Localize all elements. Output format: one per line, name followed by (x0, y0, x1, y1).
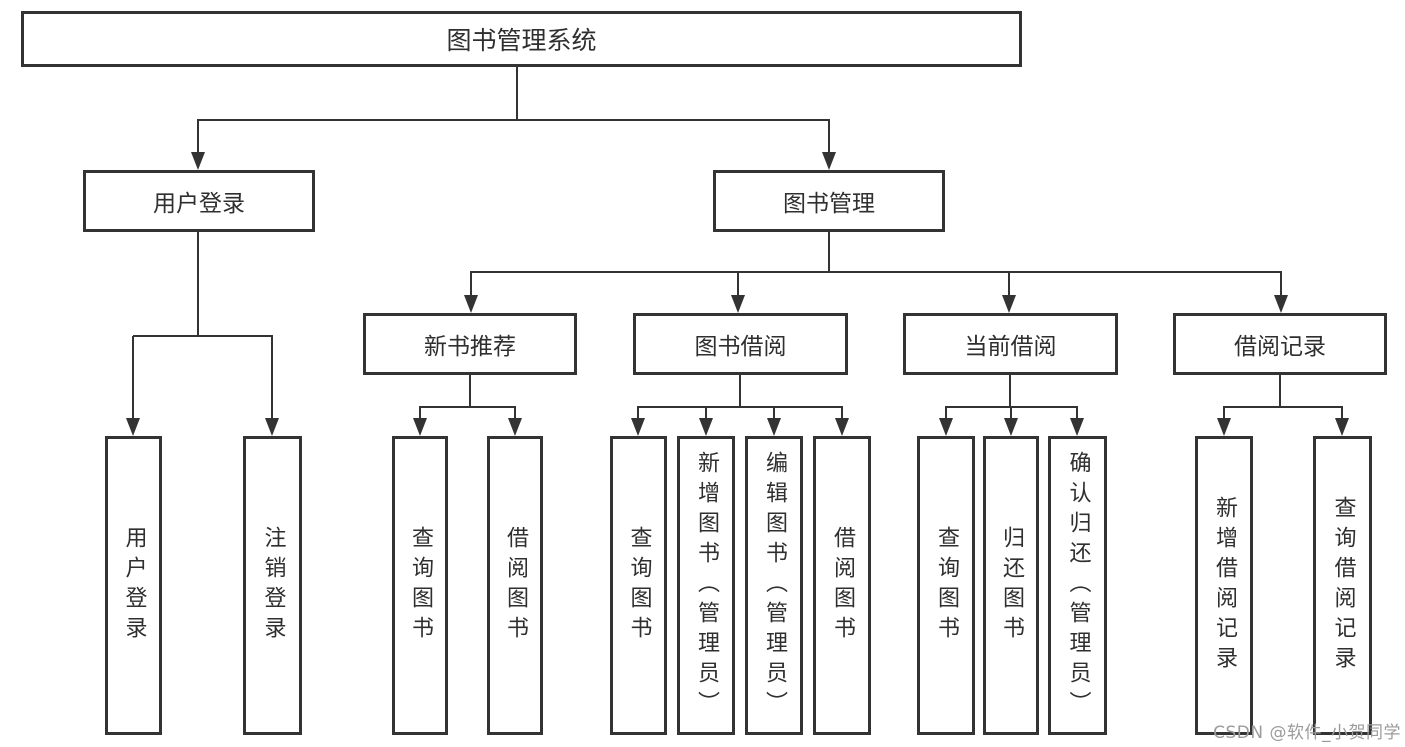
node-leaf-bb-add-books-label: 新增图书（管理员） (694, 450, 719, 721)
node-library-system-label: 图书管理系统 (446, 26, 597, 55)
arrow-down (939, 418, 953, 436)
connector-line (1008, 272, 1010, 295)
connector-line (470, 272, 472, 295)
node-current-borrowing: 当前借阅 (903, 313, 1118, 375)
node-borrow-records-label: 借阅记录 (1234, 334, 1326, 360)
node-borrow-records: 借阅记录 (1173, 313, 1387, 375)
arrow-down (126, 418, 140, 436)
connector-line (1010, 407, 1012, 418)
arrow-down (191, 152, 205, 170)
arrow-down (413, 418, 427, 436)
connector-line (470, 271, 1282, 273)
connector-line (1076, 407, 1078, 418)
csdn-watermark: CSDN @软件_小贺同学 (1213, 723, 1401, 743)
connector-line (514, 407, 516, 418)
node-user-login-group: 用户登录 (83, 170, 315, 232)
connector-line (419, 406, 516, 408)
arrow-down (265, 418, 279, 436)
connector-line (1223, 406, 1343, 408)
node-book-borrowing: 图书借阅 (633, 313, 848, 375)
arrow-down (1070, 418, 1084, 436)
node-leaf-nbr-query-books: 查询图书 (392, 436, 448, 735)
node-leaf-bb-add-books: 新增图书（管理员） (677, 436, 735, 735)
arrow-down (1002, 295, 1016, 313)
node-leaf-br-query-record-label: 查询借阅记录 (1330, 495, 1356, 676)
node-leaf-cb-return-books-label: 归还图书 (999, 525, 1024, 646)
arrow-down (508, 418, 522, 436)
node-book-management-label: 图书管理 (783, 191, 875, 217)
node-leaf-bb-query-books: 查询图书 (610, 436, 667, 735)
node-leaf-nbr-query-books-label: 查询图书 (408, 525, 433, 646)
arrow-down (1004, 418, 1018, 436)
connector-line (1341, 407, 1343, 418)
connector-line (773, 407, 775, 418)
connector-line (705, 407, 707, 418)
connector-line (419, 407, 421, 418)
node-leaf-bb-edit-books-label: 编辑图书（管理员） (762, 450, 787, 721)
connector-line (637, 407, 639, 418)
node-leaf-logout: 注销登录 (243, 436, 302, 735)
node-user-login-group-label: 用户登录 (153, 191, 245, 217)
connector-line (828, 232, 830, 272)
connector-line (1223, 407, 1225, 418)
node-leaf-nbr-borrow-books: 借阅图书 (487, 436, 543, 735)
node-new-book-recommend-label: 新书推荐 (424, 334, 516, 360)
node-leaf-user-login: 用户登录 (105, 436, 162, 735)
node-current-borrowing-label: 当前借阅 (964, 334, 1057, 360)
node-leaf-cb-query-books: 查询图书 (917, 436, 975, 735)
connector-line (197, 119, 830, 121)
connector-line (945, 407, 947, 418)
connector-line (197, 120, 199, 152)
connector-line (828, 120, 830, 152)
node-leaf-cb-query-books-label: 查询图书 (934, 525, 959, 646)
node-leaf-br-query-record: 查询借阅记录 (1313, 436, 1372, 735)
node-book-borrowing-label: 图书借阅 (694, 334, 787, 360)
connector-line (737, 272, 739, 295)
connector-line (469, 375, 471, 407)
node-leaf-user-login-label: 用户登录 (121, 525, 147, 646)
connector-line (739, 375, 741, 407)
node-leaf-bb-borrow-books-label: 借阅图书 (830, 525, 855, 646)
connector-line (841, 407, 843, 418)
connector-line (197, 232, 199, 336)
connector-line (133, 335, 273, 337)
arrow-down (699, 418, 713, 436)
node-leaf-br-add-record: 新增借阅记录 (1195, 436, 1253, 735)
connector-line (1280, 272, 1282, 295)
node-leaf-logout-label: 注销登录 (260, 525, 286, 646)
arrow-down (631, 418, 645, 436)
node-book-management: 图书管理 (713, 170, 945, 232)
arrow-down (835, 418, 849, 436)
connector-line (516, 67, 518, 120)
node-leaf-cb-confirm-return: 确认归还（管理员） (1048, 436, 1107, 735)
node-leaf-nbr-borrow-books-label: 借阅图书 (503, 525, 528, 646)
connector-line (1279, 375, 1281, 407)
arrow-down (1217, 418, 1231, 436)
node-leaf-cb-return-books: 归还图书 (983, 436, 1039, 735)
connector-line (637, 406, 843, 408)
arrow-down (822, 152, 836, 170)
node-leaf-br-add-record-label: 新增借阅记录 (1212, 495, 1237, 676)
arrow-down (464, 295, 478, 313)
connector-line (271, 336, 273, 418)
connector-line (132, 336, 134, 418)
node-new-book-recommend: 新书推荐 (363, 313, 577, 375)
arrow-down (1335, 418, 1349, 436)
node-library-system: 图书管理系统 (21, 11, 1022, 67)
arrow-down (1274, 295, 1288, 313)
node-leaf-bb-edit-books: 编辑图书（管理员） (745, 436, 803, 735)
node-leaf-cb-confirm-return-label: 确认归还（管理员） (1065, 450, 1091, 721)
node-leaf-bb-borrow-books: 借阅图书 (813, 436, 871, 735)
connector-line (1009, 375, 1011, 407)
node-leaf-bb-query-books-label: 查询图书 (626, 525, 652, 646)
arrow-down (767, 418, 781, 436)
arrow-down (731, 295, 745, 313)
